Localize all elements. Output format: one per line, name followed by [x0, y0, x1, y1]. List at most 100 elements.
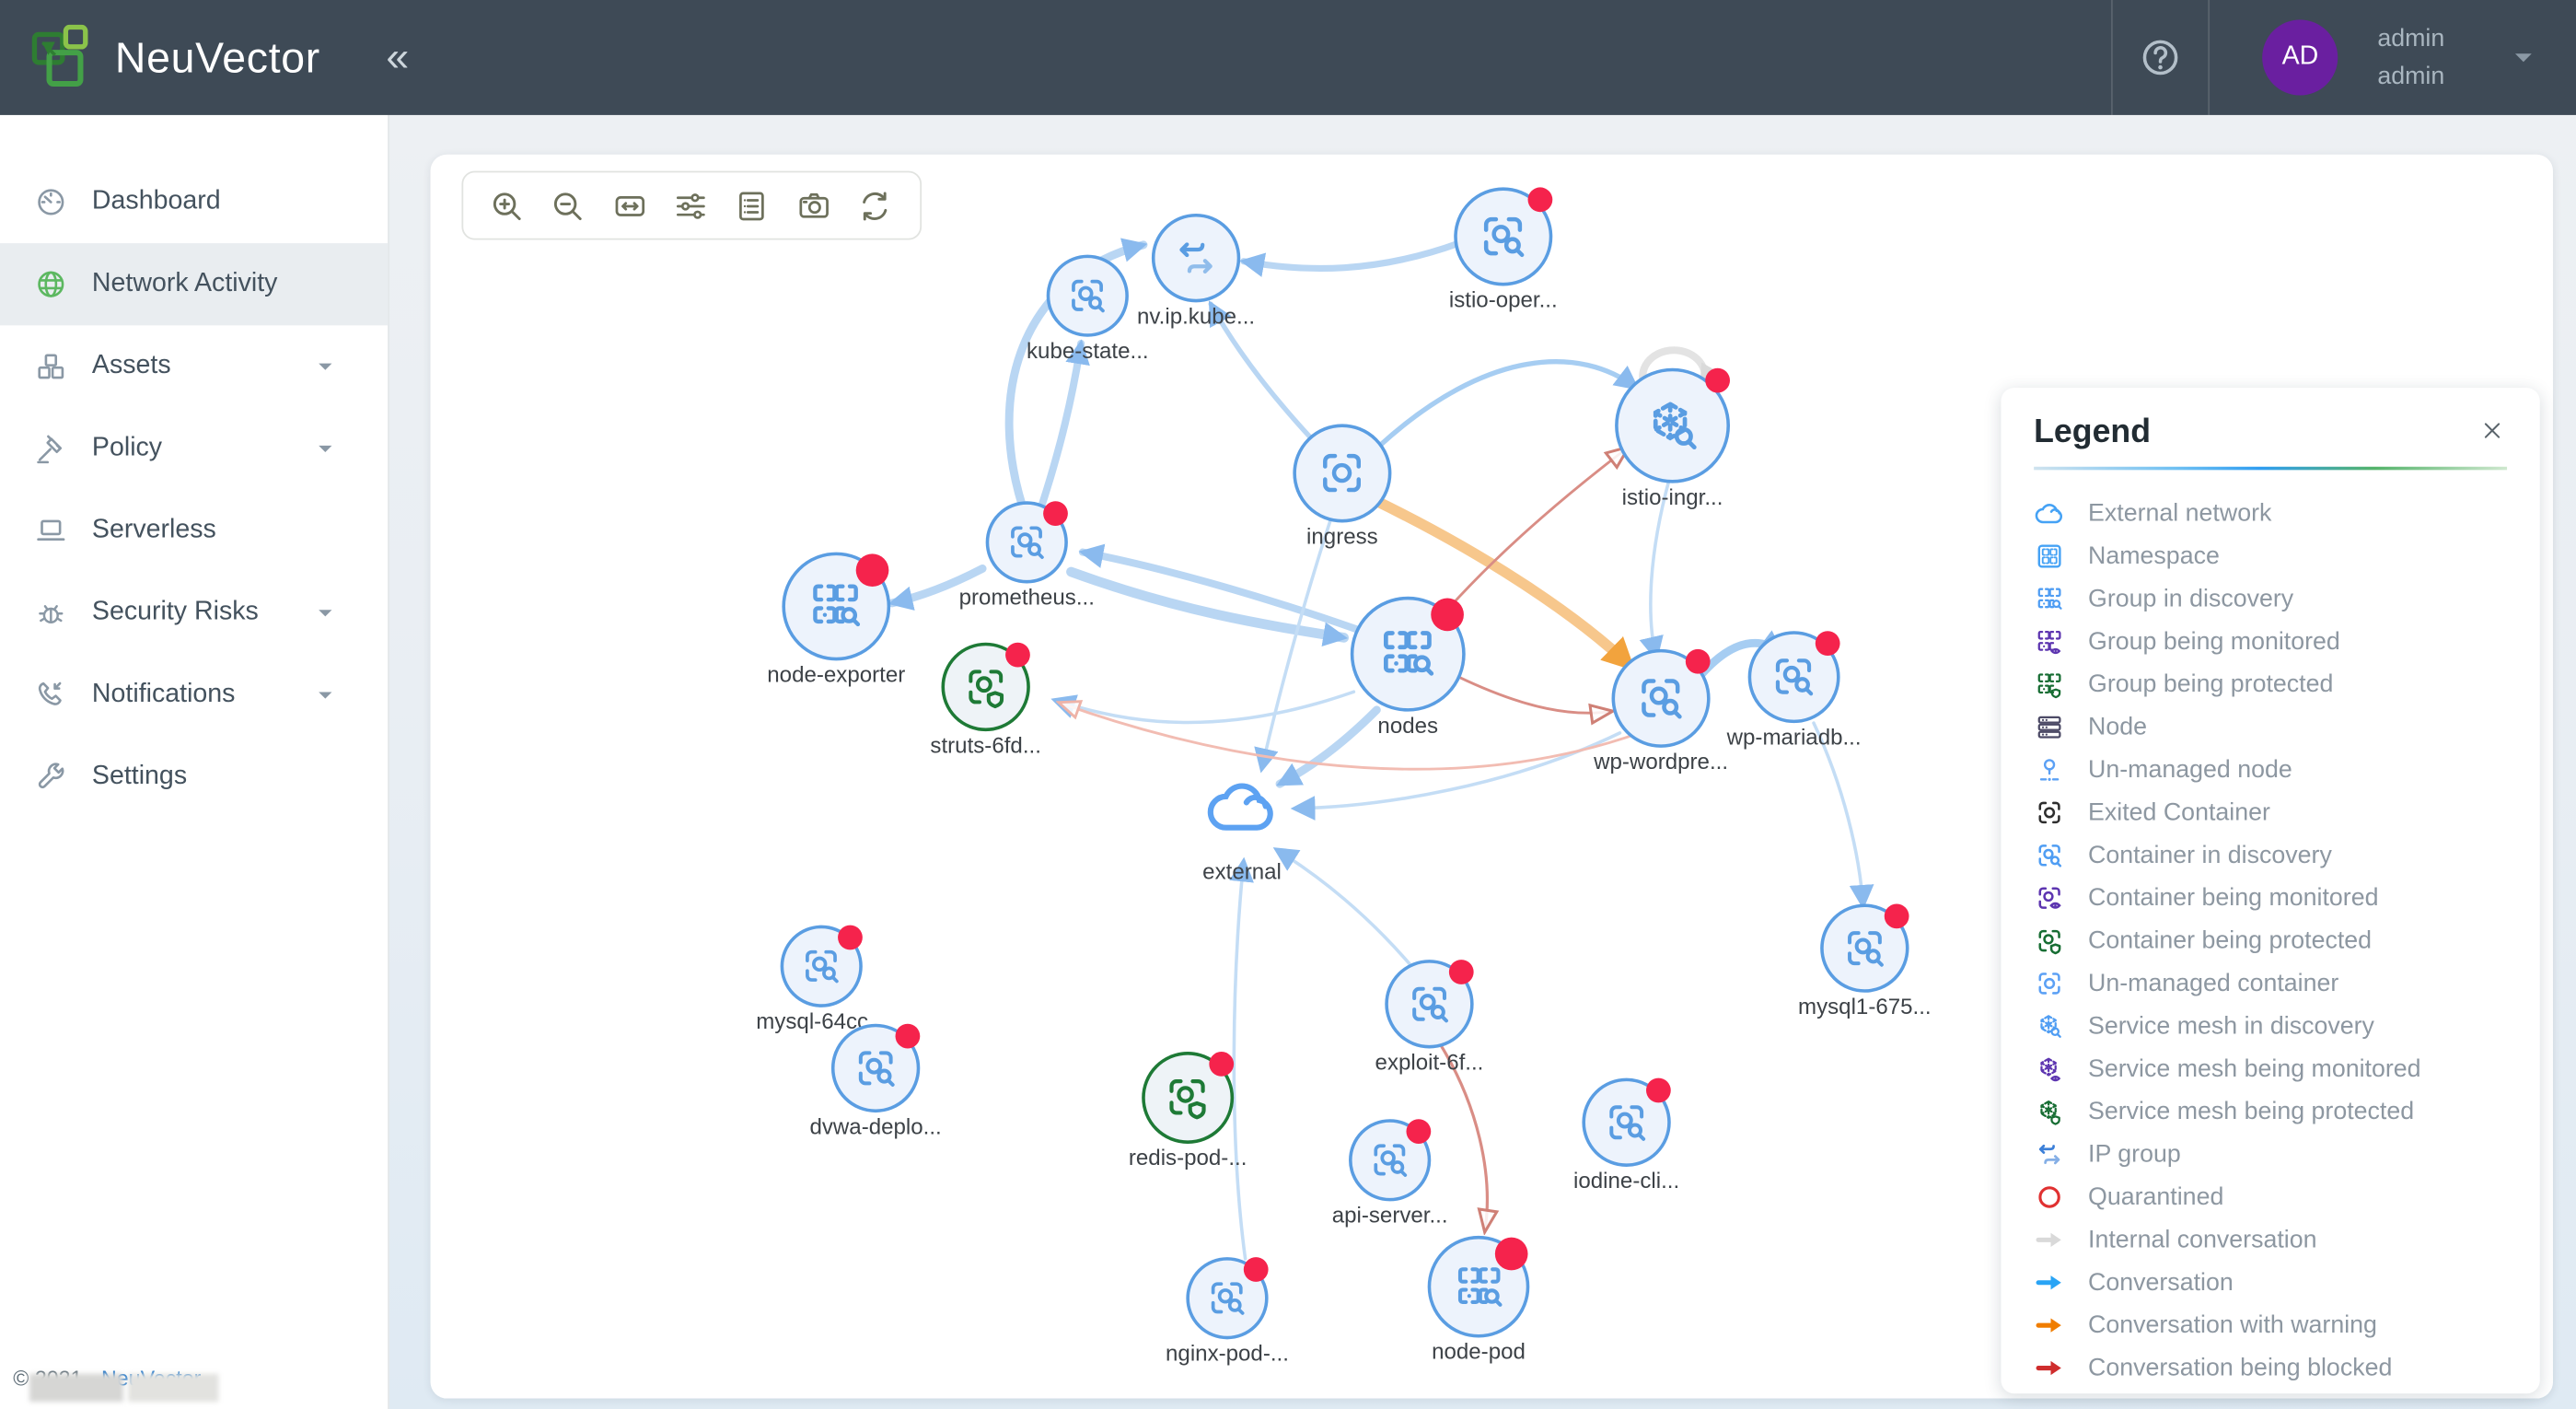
legend-item-label: Group being monitored: [2088, 626, 2340, 656]
camera-icon: [795, 187, 832, 225]
graph-node-label: struts-6fd...: [930, 732, 1041, 758]
legend-divider: [2034, 466, 2508, 471]
graph-node-ingress[interactable]: ingress: [1293, 424, 1392, 549]
sidebar-item-settings[interactable]: Settings: [0, 736, 388, 818]
graph-node-istio-ingr[interactable]: istio-ingr...: [1615, 367, 1731, 509]
alert-badge: [1043, 501, 1068, 527]
user-name: admin: [2377, 24, 2445, 52]
avatar[interactable]: AD: [2262, 19, 2338, 96]
close-button[interactable]: [2477, 417, 2507, 447]
graph-node-nodes[interactable]: nodes: [1350, 596, 1466, 738]
graph-node-mysql1-675[interactable]: mysql1-675...: [1798, 903, 1932, 1019]
graph-node-exploit[interactable]: exploit-6f...: [1375, 960, 1483, 1075]
refresh-button[interactable]: [853, 182, 899, 228]
graph-node-label: exploit-6f...: [1375, 1050, 1484, 1076]
legend-item-label: Quarantined: [2088, 1182, 2224, 1211]
graph-node-dvwa-deplo[interactable]: dvwa-deplo...: [809, 1023, 942, 1139]
graph-node-istio-oper[interactable]: istio-oper...: [1449, 187, 1558, 312]
legend-item-label: Service mesh being protected: [2088, 1097, 2415, 1125]
sidebar-item-label: Security Risks: [91, 598, 259, 626]
cont-disc-icon: [1840, 924, 1890, 973]
graph-node-nv-ip-kube[interactable]: nv.ip.kube...: [1137, 213, 1255, 329]
alert-badge: [1884, 903, 1909, 929]
list-button[interactable]: [730, 182, 776, 228]
alert-badge: [1431, 598, 1464, 632]
sidebar-item-policy[interactable]: Policy: [0, 408, 388, 490]
graph-node-label: kube-state...: [1027, 338, 1149, 364]
legend-item-service-mesh-being-monitored: Service mesh being monitored: [2034, 1047, 2507, 1089]
chevron-down-icon: [312, 682, 339, 709]
chevron-down-icon: [312, 600, 339, 626]
graph-node-label: redis-pod-...: [1128, 1145, 1247, 1170]
cont-disc-icon: [1602, 1098, 1652, 1147]
group-disc-icon: [2034, 583, 2065, 614]
sidebar-item-security-risks[interactable]: Security Risks: [0, 572, 388, 654]
chevron-down-icon[interactable]: [2507, 41, 2540, 75]
graph-node-label: nodes: [1377, 713, 1439, 739]
sidebar-item-serverless[interactable]: Serverless: [0, 490, 388, 572]
group-prot-icon: [2034, 668, 2065, 699]
legend-item-label: Conversation being blocked: [2088, 1353, 2393, 1381]
alert-badge: [1527, 187, 1553, 213]
cont-disc-icon: [2034, 839, 2065, 870]
sidebar-collapse-button[interactable]: «: [386, 33, 410, 80]
legend-item-un-managed-node: Un-managed node: [2034, 748, 2507, 790]
sliders-icon: [672, 187, 710, 225]
sidebar-item-assets[interactable]: Assets: [0, 325, 388, 407]
graph-node-nginx-pod[interactable]: nginx-pod-...: [1166, 1257, 1289, 1366]
legend-item-conversation-with-warning: Conversation with warning: [2034, 1303, 2507, 1345]
graph-node-node-exporter[interactable]: node-exporter: [767, 552, 905, 687]
sliders-button[interactable]: [668, 182, 714, 228]
graph-node-label: node-pod: [1432, 1339, 1526, 1365]
sidebar-item-notifications[interactable]: Notifications: [0, 654, 388, 736]
graph-node-label: node-exporter: [767, 662, 906, 687]
legend-title: Legend: [2034, 413, 2152, 450]
ipgroup-icon: [1171, 233, 1221, 283]
fit-button[interactable]: [607, 182, 653, 228]
graph-node-wp-mariadb[interactable]: wp-mariadb...: [1727, 631, 1862, 750]
graph-node-wp-wordpre[interactable]: wp-wordpre...: [1594, 648, 1728, 774]
zoom-out-button[interactable]: [546, 182, 592, 228]
graph-node-label: iodine-cli...: [1573, 1168, 1680, 1194]
user-menu[interactable]: AD admin admin: [2210, 19, 2576, 96]
alert-badge: [838, 925, 863, 950]
alert-badge: [855, 553, 889, 588]
graph-node-kube-state[interactable]: kube-state...: [1027, 254, 1149, 363]
cont-plain-icon: [2034, 797, 2065, 828]
alert-badge: [1646, 1077, 1671, 1103]
settings-icon: [33, 759, 69, 795]
redacted-block: [29, 1373, 123, 1403]
sidebar-item-dashboard[interactable]: Dashboard: [0, 161, 388, 243]
namespace-icon: [2034, 540, 2065, 571]
sidebar-item-network-activity[interactable]: Network Activity: [0, 243, 389, 326]
quarantine-icon: [2034, 1181, 2065, 1212]
graph-node-label: wp-wordpre...: [1594, 749, 1729, 774]
graph-node-mysql-64cc[interactable]: mysql-64cc...: [756, 925, 887, 1033]
graph-node-node-pod[interactable]: node-pod: [1427, 1235, 1530, 1364]
graph-node-label: istio-oper...: [1448, 287, 1558, 313]
cont-prot-icon: [1162, 1072, 1213, 1124]
graph-node-struts[interactable]: struts-6fd...: [930, 642, 1041, 758]
graph-node-iodine-cli[interactable]: iodine-cli...: [1573, 1077, 1679, 1194]
camera-button[interactable]: [792, 182, 838, 228]
alert-badge: [895, 1023, 921, 1049]
alert-badge: [1005, 642, 1030, 668]
graph-node-prometheus[interactable]: prometheus...: [959, 501, 1095, 610]
legend-item-group-in-discovery: Group in discovery: [2034, 576, 2507, 619]
zoom-in-button[interactable]: [484, 182, 530, 228]
user-role: admin: [2377, 62, 2445, 91]
graph-node-label: ingress: [1306, 524, 1378, 550]
legend-item-quarantined: Quarantined: [2034, 1175, 2507, 1217]
graph-node-api-server[interactable]: api-server...: [1332, 1119, 1448, 1228]
graph-node-external[interactable]: external: [1191, 769, 1294, 884]
legend-item-un-managed-container: Un-managed container: [2034, 961, 2507, 1004]
mesh-prot-icon: [2034, 1095, 2065, 1126]
group-mon-icon: [2034, 625, 2065, 657]
cont-prot-icon: [961, 662, 1011, 712]
graph-node-redis-pod[interactable]: redis-pod-...: [1129, 1052, 1247, 1170]
cont-plain-icon: [2034, 967, 2065, 998]
sidebar-item-label: Dashboard: [91, 187, 221, 215]
help-button[interactable]: [2111, 0, 2210, 115]
